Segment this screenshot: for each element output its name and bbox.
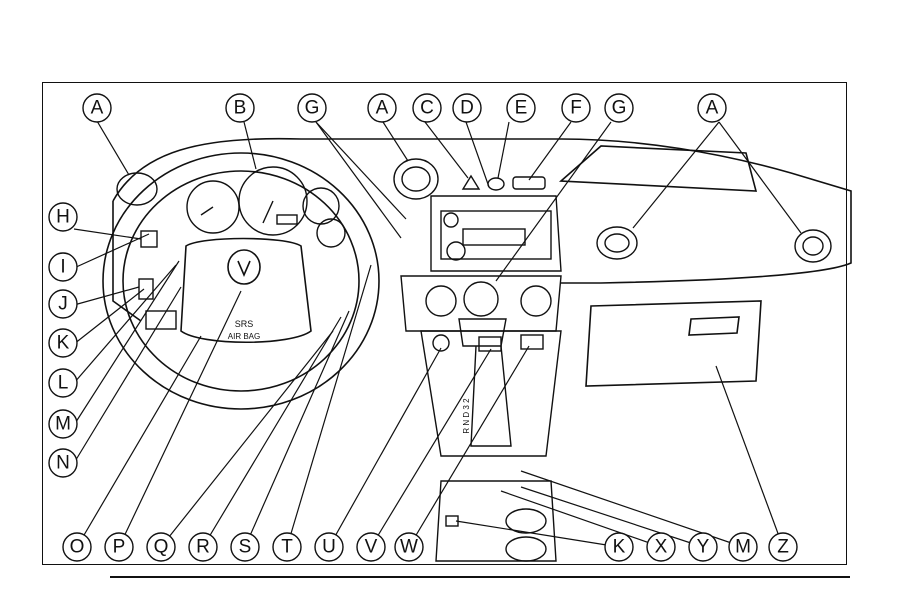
callout-left-k: K <box>48 328 78 358</box>
callout-left-h: H <box>48 202 78 232</box>
callout-top-a3: A <box>697 93 727 123</box>
dashboard-outline <box>112 137 852 387</box>
callout-bottom-s: S <box>230 532 260 562</box>
svg-text:Z: Z <box>777 537 789 558</box>
svg-text:H: H <box>56 207 70 228</box>
srs-badge: SRS <box>235 319 254 329</box>
callouts-left: H I J K L M N <box>48 202 78 478</box>
svg-text:U: U <box>322 537 336 558</box>
callout-bottom-w: W <box>394 532 424 562</box>
svg-text:V: V <box>365 537 378 558</box>
airbag-text: AIR BAG <box>228 332 260 341</box>
callout-left-i: I <box>48 252 78 282</box>
svg-text:A: A <box>376 98 389 119</box>
diagram-frame: SRS AIR BAG <box>42 82 852 565</box>
callout-left-n: N <box>48 448 78 478</box>
callout-bottom-t: T <box>272 532 302 562</box>
climate-controls <box>400 275 562 332</box>
svg-text:O: O <box>70 537 85 558</box>
svg-text:W: W <box>400 537 418 558</box>
svg-text:Q: Q <box>154 537 169 558</box>
svg-text:D: D <box>460 98 474 119</box>
steering-wheel <box>102 152 380 410</box>
svg-text:M: M <box>735 537 751 558</box>
callout-left-l: L <box>48 368 78 398</box>
svg-text:C: C <box>420 98 434 119</box>
svg-text:X: X <box>655 537 668 558</box>
callout-bottom-p: P <box>104 532 134 562</box>
center-stack <box>430 174 562 272</box>
callout-bottom-m: M <box>728 532 758 562</box>
svg-text:G: G <box>305 98 320 119</box>
callout-top-c: C <box>412 93 442 123</box>
callout-top-a1: A <box>82 93 112 123</box>
callout-bottom-r: R <box>188 532 218 562</box>
svg-text:S: S <box>239 537 252 558</box>
callout-left-j: J <box>48 289 78 319</box>
svg-text:A: A <box>91 98 104 119</box>
svg-text:R: R <box>196 537 210 558</box>
svg-text:A: A <box>706 98 719 119</box>
svg-text:N: N <box>56 453 70 474</box>
callout-bottom-v: V <box>356 532 386 562</box>
callout-bottom-u: U <box>314 532 344 562</box>
callout-top-g1: G <box>297 93 327 123</box>
console <box>420 318 562 562</box>
svg-text:P: P <box>113 537 126 558</box>
callout-top-d: D <box>452 93 482 123</box>
instrument-cluster <box>186 166 346 248</box>
shift-pattern: R N D 3 2 <box>462 398 471 434</box>
svg-text:J: J <box>58 294 68 315</box>
callout-top-a2: A <box>367 93 397 123</box>
callout-bottom-k: K <box>604 532 634 562</box>
svg-text:Y: Y <box>697 537 710 558</box>
svg-text:T: T <box>281 537 293 558</box>
callout-bottom-q: Q <box>146 532 176 562</box>
callout-bottom-y: Y <box>688 532 718 562</box>
svg-text:F: F <box>570 98 582 119</box>
svg-text:B: B <box>234 98 247 119</box>
svg-text:G: G <box>612 98 627 119</box>
callout-top-f: F <box>561 93 591 123</box>
callout-top-g2: G <box>604 93 634 123</box>
air-vents <box>116 158 832 263</box>
callout-top-e: E <box>506 93 536 123</box>
svg-text:K: K <box>613 537 626 558</box>
svg-text:I: I <box>60 257 65 278</box>
footer-rule <box>110 576 850 578</box>
callout-bottom-o: O <box>62 532 92 562</box>
callouts-top: A B G A C D E F <box>82 93 727 123</box>
leader-lines <box>73 120 802 548</box>
callout-top-b: B <box>225 93 255 123</box>
svg-text:E: E <box>515 98 528 119</box>
callouts-bottom: O P Q R S T U V <box>62 532 798 562</box>
callout-bottom-z: Z <box>768 532 798 562</box>
svg-text:K: K <box>57 333 70 354</box>
svg-text:L: L <box>58 373 69 394</box>
callout-bottom-x: X <box>646 532 676 562</box>
callout-left-m: M <box>48 409 78 439</box>
svg-text:M: M <box>55 414 71 435</box>
